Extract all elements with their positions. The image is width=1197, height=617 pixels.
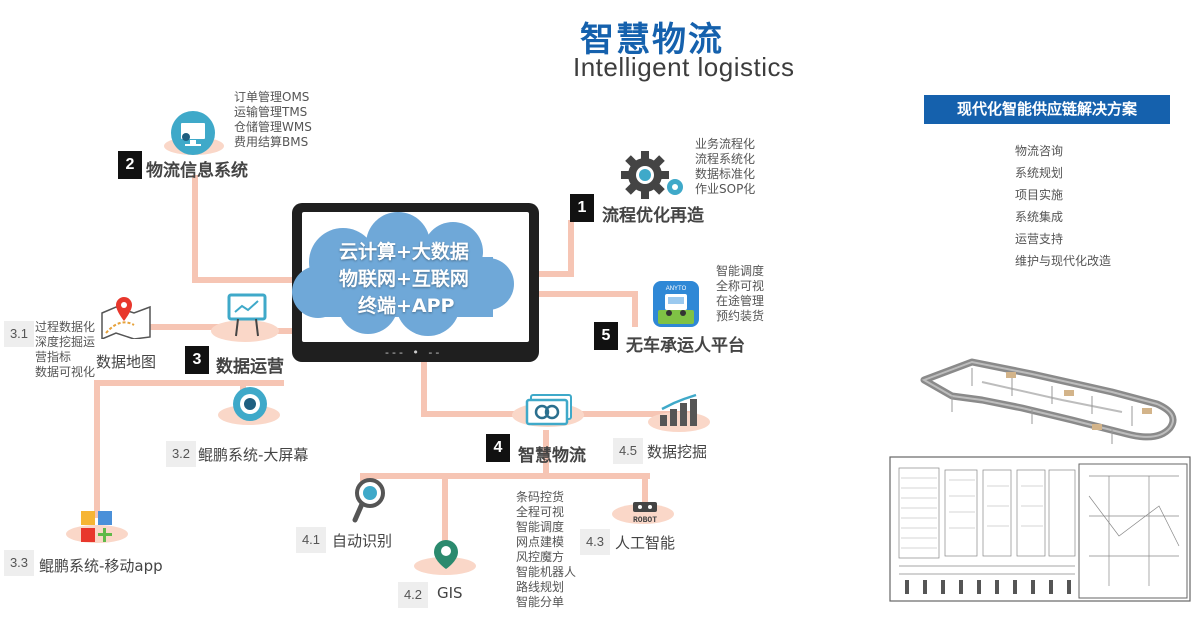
node-4-3-number: 4.3 <box>580 529 610 555</box>
node-4-2-item: 网点建模 <box>516 535 565 549</box>
gear-icon <box>621 151 683 199</box>
node-5-item: 全称可视 <box>716 279 765 293</box>
node-4-3-base <box>612 504 674 524</box>
map-pin-icon <box>101 297 151 339</box>
node-3-1-number: 3.1 <box>4 321 34 347</box>
dashboard-icon <box>227 293 267 337</box>
node-4-2-items: 条码控货 全程可视 智能调度 网点建模 风控魔方 智能机器人 路线规划 智能分单 <box>516 490 576 610</box>
robot-icon-text: ROBOT <box>633 516 657 525</box>
page-subtitle: Intelligent logistics <box>573 52 795 82</box>
node-3-1-label: 数据地图 <box>96 353 157 371</box>
bar-chart-icon <box>660 393 697 426</box>
gis-pin-icon <box>434 540 458 569</box>
node-5-item: 智能调度 <box>716 264 765 278</box>
node-3-3-label: 鲲鹏系统-移动app <box>39 557 163 575</box>
center-line-2: 物联网+互联网 <box>339 268 469 290</box>
cash-icon <box>525 394 572 426</box>
node-2-label: 物流信息系统 <box>146 161 248 181</box>
node-4-2-item: 风控魔方 <box>516 550 565 564</box>
node-4-2-item: 智能分单 <box>516 595 565 609</box>
node-3-label: 数据运营 <box>216 357 284 377</box>
node-3-1-items: 过程数据化 深度挖掘运 营指标 数据可视化 <box>35 320 95 380</box>
conveyor-illustration <box>920 358 1177 444</box>
monitor-indicator: --- • -- <box>385 346 443 359</box>
truck-app-icon-text: ANYTO <box>666 286 687 292</box>
node-1-item: 业务流程化 <box>695 137 756 151</box>
floor-plan-illustration <box>889 456 1191 602</box>
computer-icon <box>171 111 215 155</box>
node-1-label: 流程优化再造 <box>602 206 704 226</box>
magnifier-icon <box>352 478 385 523</box>
cloud-icon <box>292 212 514 336</box>
eye-icon <box>233 387 267 421</box>
node-4-3-label: 人工智能 <box>615 534 676 552</box>
node-3-number: 3 <box>185 346 209 374</box>
node-3-2-number: 3.2 <box>166 441 196 467</box>
node-4-1-label: 自动识别 <box>332 532 393 550</box>
node-2-item: 费用结算BMS <box>234 135 309 149</box>
node-1-item: 作业SOP化 <box>695 182 756 196</box>
node-3-base <box>211 320 279 342</box>
node-4-5-number: 4.5 <box>613 438 643 464</box>
node-3-1-item: 数据可视化 <box>35 365 96 379</box>
node-4-5-label: 数据挖掘 <box>647 443 708 461</box>
node-5-items: 智能调度 全称可视 在途管理 预约装货 <box>716 264 764 324</box>
solution-title: 现代化智能供应链解决方案 <box>924 95 1170 124</box>
solution-item: 项目实施 <box>1015 188 1064 202</box>
solution-item: 运营支持 <box>1015 232 1064 246</box>
node-4-2-label: GIS <box>437 584 463 602</box>
node-3-3-number: 3.3 <box>4 550 34 576</box>
node-4-2-number: 4.2 <box>398 582 428 608</box>
solution-item: 物流咨询 <box>1015 144 1064 158</box>
solution-item: 系统集成 <box>1015 210 1064 224</box>
node-3-1-item: 过程数据化 <box>35 320 96 334</box>
node-3-1-item: 营指标 <box>35 350 72 364</box>
node-2-item: 仓储管理WMS <box>234 120 312 134</box>
node-2-item: 订单管理OMS <box>234 90 310 104</box>
node-1-item: 数据标准化 <box>695 167 756 181</box>
node-1-items: 业务流程化 流程系统化 数据标准化 作业SOP化 <box>695 137 755 197</box>
truck-app-icon: ANYTO <box>653 281 699 327</box>
node-5-number: 5 <box>594 322 618 350</box>
node-4-label: 智慧物流 <box>518 446 586 466</box>
node-5-item: 预约装货 <box>716 309 765 323</box>
node-3-1-item: 深度挖掘运 <box>35 335 96 349</box>
solution-list: 物流咨询 系统规划 项目实施 系统集成 运营支持 维护与现代化改造 <box>1015 140 1111 272</box>
robot-icon: ROBOT <box>633 502 657 525</box>
node-4-1-number: 4.1 <box>296 527 326 553</box>
node-4-2-item: 路线规划 <box>516 580 565 594</box>
node-5-label: 无车承运人平台 <box>626 336 745 356</box>
node-4-2-item: 条码控货 <box>516 490 565 504</box>
node-2-number: 2 <box>118 151 142 179</box>
page-title: 智慧物流 <box>580 20 724 60</box>
center-line-3: 终端+APP <box>358 295 455 317</box>
solution-item: 系统规划 <box>1015 166 1064 180</box>
app-grid-icon <box>81 511 112 542</box>
node-1-item: 流程系统化 <box>695 152 756 166</box>
center-line-1: 云计算+大数据 <box>339 241 469 263</box>
node-2-items: 订单管理OMS 运输管理TMS 仓储管理WMS 费用结算BMS <box>234 90 312 150</box>
node-4-number: 4 <box>486 434 510 462</box>
node-4-2-item: 全程可视 <box>516 505 565 519</box>
node-5-item: 在途管理 <box>716 294 765 308</box>
solution-item: 维护与现代化改造 <box>1015 254 1112 268</box>
node-1-number: 1 <box>570 194 594 222</box>
node-4-2-item: 智能机器人 <box>516 565 577 579</box>
node-4-2-item: 智能调度 <box>516 520 565 534</box>
node-2-item: 运输管理TMS <box>234 105 308 119</box>
node-3-2-label: 鲲鹏系统-大屏幕 <box>198 446 309 464</box>
